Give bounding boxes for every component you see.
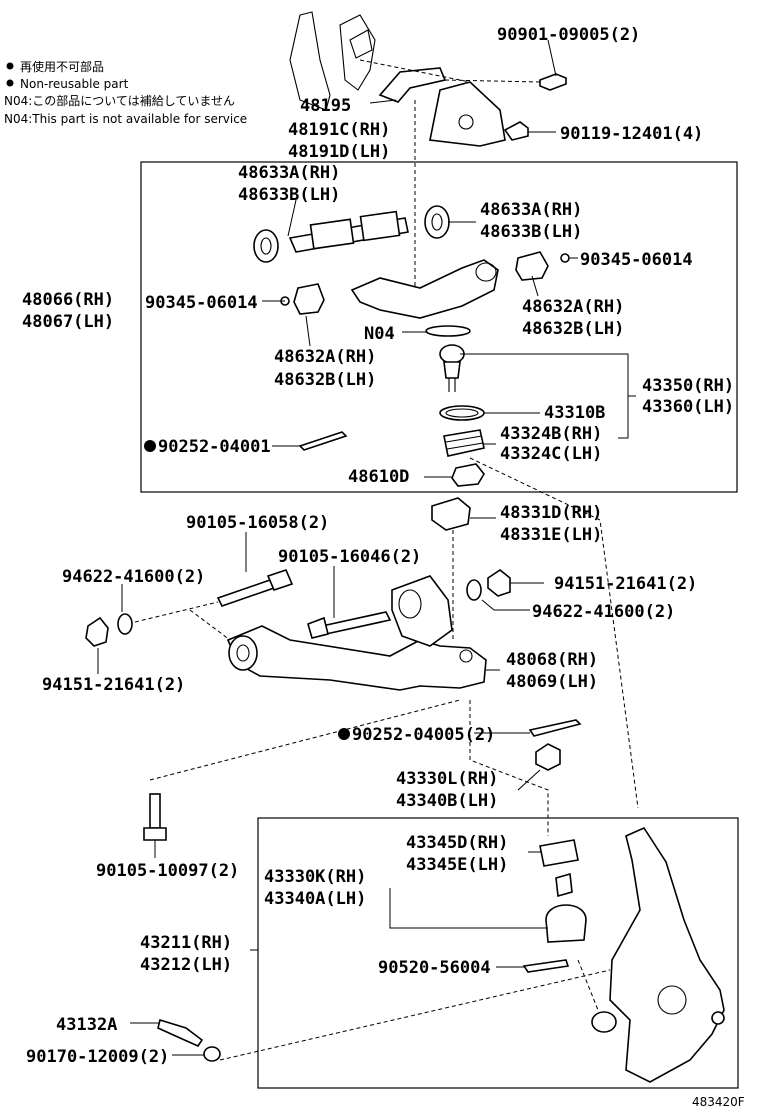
label-94622-41600-left: 94622-41600(2) [62, 567, 205, 587]
ring-43310B [439, 405, 485, 421]
bolt-90105-16058 [216, 569, 294, 607]
label-90520-56004: 90520-56004 [378, 958, 491, 978]
cotter-pin-90252-04005 [528, 719, 582, 737]
non-reusable-marker-icon [144, 440, 156, 452]
label-48069: 48069(LH) [506, 672, 598, 692]
note-jp-non-reusable: 再使用不可部品 [20, 59, 104, 74]
label-43330l: 43330L(RH) [396, 769, 498, 789]
steering-knuckle [591, 826, 725, 1083]
bolt-90105-10097 [143, 793, 167, 841]
nut-90345-right [560, 253, 570, 263]
upper-control-arm [350, 259, 499, 319]
label-43360: 43360(LH) [642, 397, 734, 417]
label-48331d: 48331D(RH) [500, 503, 602, 523]
bolt-90901 [539, 73, 567, 91]
ball-joint-43350 [439, 344, 465, 392]
label-48195: 48195 [300, 96, 351, 116]
label-48191d: 48191D(LH) [288, 142, 390, 162]
bolt-90119 [503, 121, 529, 141]
label-48632b-left: 48632B(LH) [274, 370, 376, 390]
legend: 再使用不可部品 Non-reusable part N04:この部品については補… [4, 59, 247, 126]
plate-N04 [425, 325, 471, 337]
label-48632a-right: 48632A(RH) [522, 297, 624, 317]
label-43350: 43350(RH) [642, 376, 734, 396]
label-48331e: 48331E(LH) [500, 525, 602, 545]
bushing-48633-right [424, 205, 450, 239]
label-90105-16046: 90105-16046(2) [278, 547, 421, 567]
frame-bracket-illustration [289, 11, 376, 111]
bracket-48191 [429, 81, 506, 147]
upper-arm-shaft [288, 210, 409, 253]
note-en-non-reusable: Non-reusable part [20, 77, 129, 91]
label-N04: N04 [364, 324, 395, 344]
bullet-icon [6, 62, 14, 70]
label-48633b-right: 48633B(LH) [480, 222, 582, 242]
bracket-48195 [378, 67, 447, 103]
washer-94622-right [466, 579, 482, 601]
bolt-43132A [157, 1018, 204, 1048]
leader-lines [97, 39, 636, 1056]
label-48610d: 48610D [348, 467, 409, 487]
label-48633a-left: 48633A(RH) [238, 163, 340, 183]
label-43212: 43212(LH) [140, 955, 232, 975]
label-43211: 43211(RH) [140, 933, 232, 953]
label-90901-09005: 90901-09005(2) [497, 25, 640, 45]
upper-arm-group-box [140, 161, 738, 493]
label-48191c: 48191C(RH) [288, 120, 390, 140]
label-90119-12401: 90119-12401(4) [560, 124, 703, 144]
label-90170-12009: 90170-12009(2) [26, 1047, 169, 1067]
nut-43330L [535, 743, 561, 771]
label-48633a-right: 48633A(RH) [480, 200, 582, 220]
label-43330k: 43330K(RH) [264, 867, 366, 887]
bushing-48632-right [515, 251, 549, 281]
nut-94151-left [85, 616, 109, 647]
knuckle-group-box [257, 817, 739, 1089]
label-90105-10097: 90105-10097(2) [96, 861, 239, 881]
label-90252-04001: 90252-04001 [158, 437, 271, 457]
label-90105-16058: 90105-16058(2) [186, 513, 329, 533]
cotter-pin-90252-04001 [298, 431, 348, 451]
label-94622-41600-right: 94622-41600(2) [532, 602, 675, 622]
label-90345-06014-left: 90345-06014 [145, 293, 258, 313]
boot-43324 [443, 429, 485, 457]
label-90345-06014-right: 90345-06014 [580, 250, 693, 270]
snap-ring-90520 [522, 959, 570, 973]
non-reusable-marker-icon [338, 728, 350, 740]
boot-43345 [539, 839, 579, 867]
label-43324c: 43324C(LH) [500, 444, 602, 464]
nut-48610D [451, 463, 485, 487]
washer-90170 [203, 1046, 221, 1062]
label-43132a: 43132A [56, 1015, 117, 1035]
label-48068: 48068(RH) [506, 650, 598, 670]
diagram-code: 483420F [692, 1095, 745, 1109]
label-48633b-left: 48633B(LH) [238, 185, 340, 205]
label-48632b-right: 48632B(LH) [522, 319, 624, 339]
label-48066: 48066(RH) [22, 290, 114, 310]
label-48632a-left: 48632A(RH) [274, 347, 376, 367]
label-43324b: 43324B(RH) [500, 424, 602, 444]
nut-94151-right [487, 569, 511, 597]
bullet-icon [6, 79, 14, 87]
label-94151-21641-right: 94151-21641(2) [554, 574, 697, 594]
label-43340b: 43340B(LH) [396, 791, 498, 811]
washer-94622-left [117, 613, 133, 635]
bushing-48331 [431, 497, 471, 531]
note-en-n04: N04:This part is not available for servi… [4, 112, 247, 126]
bolt-90105-16046 [307, 611, 392, 639]
label-43345e: 43345E(LH) [406, 855, 508, 875]
label-43340a: 43340A(LH) [264, 889, 366, 909]
label-48067: 48067(LH) [22, 312, 114, 332]
label-90252-04005: 90252-04005(2) [352, 725, 495, 745]
label-94151-21641-left: 94151-21641(2) [42, 675, 185, 695]
callout-labels: 90901-09005(2) 48195 48191C(RH) 48191D(L… [22, 25, 745, 1109]
note-jp-n04: N04:この部品については補給していません [4, 93, 235, 108]
ball-joint-43330K [545, 872, 587, 943]
label-43310b: 43310B [544, 403, 605, 423]
bushing-48633-left [253, 229, 279, 263]
bushing-48632-left [293, 283, 325, 315]
lower-control-arm [226, 575, 487, 691]
label-43345d: 43345D(RH) [406, 833, 508, 853]
